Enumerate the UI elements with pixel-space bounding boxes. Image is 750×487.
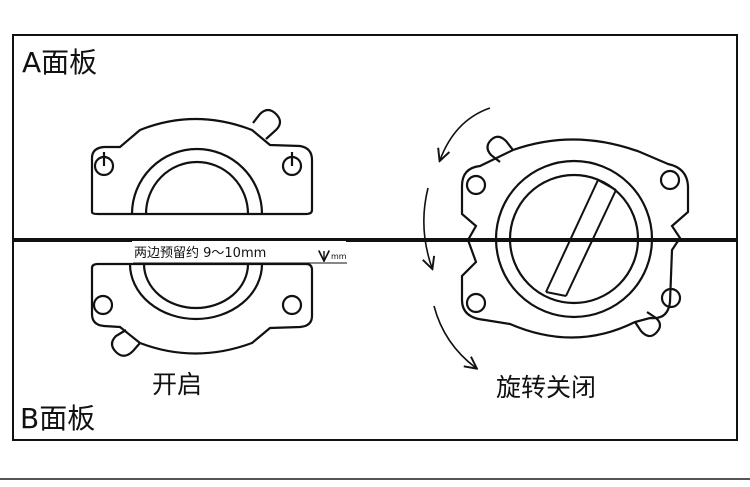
panel-a-label: A面板 (22, 46, 97, 79)
closed-valve (460, 135, 690, 339)
open-valve-top-half (90, 108, 314, 216)
rotate-arrow-mid (424, 187, 432, 268)
unit-mark: mm (331, 252, 347, 261)
gap-note-text: 两边预留约 9～10mm (134, 246, 266, 261)
rotate-arrow-top (440, 107, 491, 160)
close-label: 旋转关闭 (496, 373, 596, 402)
gap-annotation: 两边预留约 9～10mm mm (132, 241, 347, 264)
rotate-arrow-bottom (433, 305, 476, 368)
outer-frame (12, 34, 738, 441)
panel-b-label: B面板 (20, 402, 95, 435)
open-label: 开启 (152, 370, 202, 399)
open-valve-bottom-half (90, 262, 314, 357)
rotation-arrows (424, 107, 491, 368)
